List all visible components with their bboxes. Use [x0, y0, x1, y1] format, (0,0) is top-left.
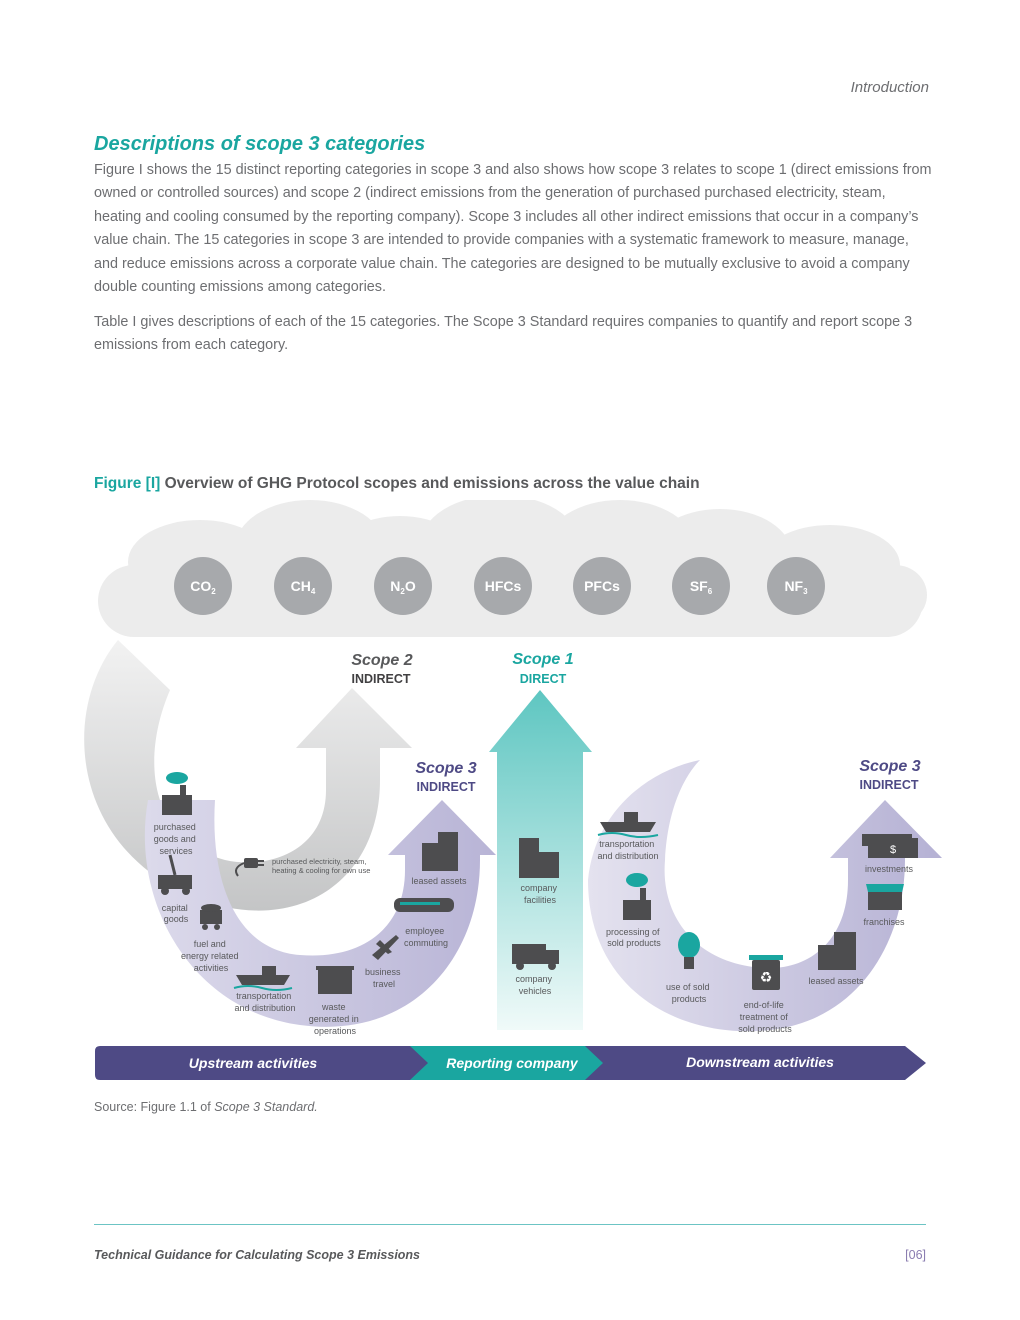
gas-ch4: CH4: [274, 557, 332, 615]
figure-number: Figure [I]: [94, 475, 161, 492]
dumpster-icon: [316, 966, 354, 994]
label-company-facilities: company facilities: [520, 883, 559, 905]
label-capital-goods: capital goods: [162, 903, 191, 924]
upstream-bar: [95, 1046, 433, 1080]
figure-caption: Overview of GHG Protocol scopes and emis…: [164, 475, 700, 492]
label-fuel-energy: fuel and energy related activities: [181, 939, 241, 973]
svg-text:INDIRECT: INDIRECT: [351, 672, 410, 686]
svg-text:Scope 2: Scope 2: [351, 652, 412, 669]
scope3-upstream-label: Scope 3 INDIRECT: [415, 760, 476, 794]
svg-text:Scope 3: Scope 3: [859, 758, 920, 775]
greenhouse-gases: CO2 CH4 N2O HFCs PFCs SF6 NF3: [174, 557, 825, 615]
reporting-bar: [410, 1046, 608, 1080]
plug-icon: [235, 858, 264, 877]
lightbulb-icon: [678, 932, 700, 969]
svg-text:CO2: CO2: [190, 578, 216, 596]
paragraph-2: Table I gives descriptions of each of th…: [94, 314, 913, 354]
label-company-vehicles: company vehicles: [515, 974, 554, 996]
downstream-building-icon: [818, 932, 856, 970]
gas-pfcs: PFCs: [573, 557, 631, 615]
label-investments: investments: [865, 864, 914, 874]
svg-text:NF3: NF3: [784, 578, 808, 596]
storefront-icon: [866, 884, 904, 910]
recycle-bin-icon: ♻: [749, 955, 783, 990]
footer-title: Technical Guidance for Calculating Scope…: [94, 1248, 421, 1262]
gas-hfcs: HFCs: [474, 557, 532, 615]
gas-nf3: NF3: [767, 557, 825, 615]
label-processing: processing of sold products: [606, 927, 662, 948]
label-purchased-electricity: purchased electricity, steam, heating & …: [272, 857, 370, 875]
train-icon: [394, 898, 454, 912]
label-purchased-goods: purchased goods and services: [154, 822, 199, 856]
coal-cart-icon: [200, 904, 222, 930]
svg-text:SF6: SF6: [690, 578, 713, 596]
gas-sf6: SF6: [672, 557, 730, 615]
reporting-bar-label: Reporting company: [446, 1055, 579, 1071]
downstream-bar: [585, 1046, 926, 1080]
svg-text:♻: ♻: [760, 969, 773, 985]
truck-icon: [512, 944, 559, 970]
factory-icon: [162, 772, 192, 815]
label-upstream-transport: transportation and distribution: [234, 991, 295, 1013]
section-header: Introduction: [850, 79, 929, 96]
scope2-label: Scope 2 INDIRECT: [351, 652, 412, 686]
office-building-icon: [422, 832, 458, 871]
page-number: [06]: [905, 1248, 926, 1262]
label-upstream-leased-assets: leased assets: [411, 876, 467, 886]
label-use-of-sold-products: use of sold products: [666, 982, 712, 1004]
upstream-bar-label: Upstream activities: [189, 1055, 318, 1071]
downstream-bar-label: Downstream activities: [686, 1054, 834, 1070]
figure-title: Figure [I] Overview of GHG Protocol scop…: [94, 475, 700, 493]
section-heading: Descriptions of scope 3 categories: [94, 133, 426, 155]
svg-text:$: $: [890, 844, 896, 856]
label-waste: waste generated in operations: [309, 1002, 362, 1036]
crane-truck-icon: [158, 854, 192, 895]
source-title: Scope 3 Standard.: [214, 1100, 318, 1114]
label-downstream-leased-assets: leased assets: [808, 976, 864, 986]
label-downstream-transport: transportation and distribution: [597, 839, 658, 861]
activity-bar: Upstream activities Reporting company Do…: [95, 1046, 926, 1080]
svg-text:CH4: CH4: [291, 578, 316, 596]
label-business-travel: business travel: [365, 967, 403, 989]
scope1-label: Scope 1 DIRECT: [512, 651, 573, 686]
svg-text:PFCs: PFCs: [584, 578, 620, 594]
airplane-icon: [372, 935, 399, 960]
downstream-ship-icon: [597, 812, 659, 838]
paragraph-1: Figure I shows the 15 distinct reporting…: [94, 162, 932, 296]
svg-text:INDIRECT: INDIRECT: [416, 780, 475, 794]
svg-text:Scope 3: Scope 3: [415, 760, 476, 777]
label-employee-commuting: employee commuting: [404, 926, 448, 948]
svg-text:Scope 1: Scope 1: [512, 651, 573, 668]
company-facilities-icon: [519, 838, 559, 878]
ghg-scopes-diagram: CO2 CH4 N2O HFCs PFCs SF6 NF3: [84, 500, 942, 1080]
label-franchises: franchises: [863, 917, 905, 927]
scope3-downstream-label: Scope 3 INDIRECT: [859, 758, 920, 792]
money-stack-icon: $: [862, 834, 918, 858]
processing-factory-icon: [623, 873, 651, 920]
source-prefix: Source: Figure 1.1 of: [94, 1100, 215, 1114]
svg-text:DIRECT: DIRECT: [520, 672, 567, 686]
figure-source: Source: Figure 1.1 of Scope 3 Standard.: [94, 1100, 318, 1114]
scope3-upstream-arrow: [144, 800, 496, 1027]
ship-icon: [233, 966, 293, 991]
svg-text:INDIRECT: INDIRECT: [859, 778, 918, 792]
svg-text:N2O: N2O: [390, 578, 416, 596]
gas-co2: CO2: [174, 557, 232, 615]
gas-n2o: N2O: [374, 557, 432, 615]
footer-divider: [94, 1224, 926, 1225]
svg-text:HFCs: HFCs: [485, 578, 522, 594]
label-end-of-life: end-of-life treatment of sold products: [738, 1000, 792, 1034]
